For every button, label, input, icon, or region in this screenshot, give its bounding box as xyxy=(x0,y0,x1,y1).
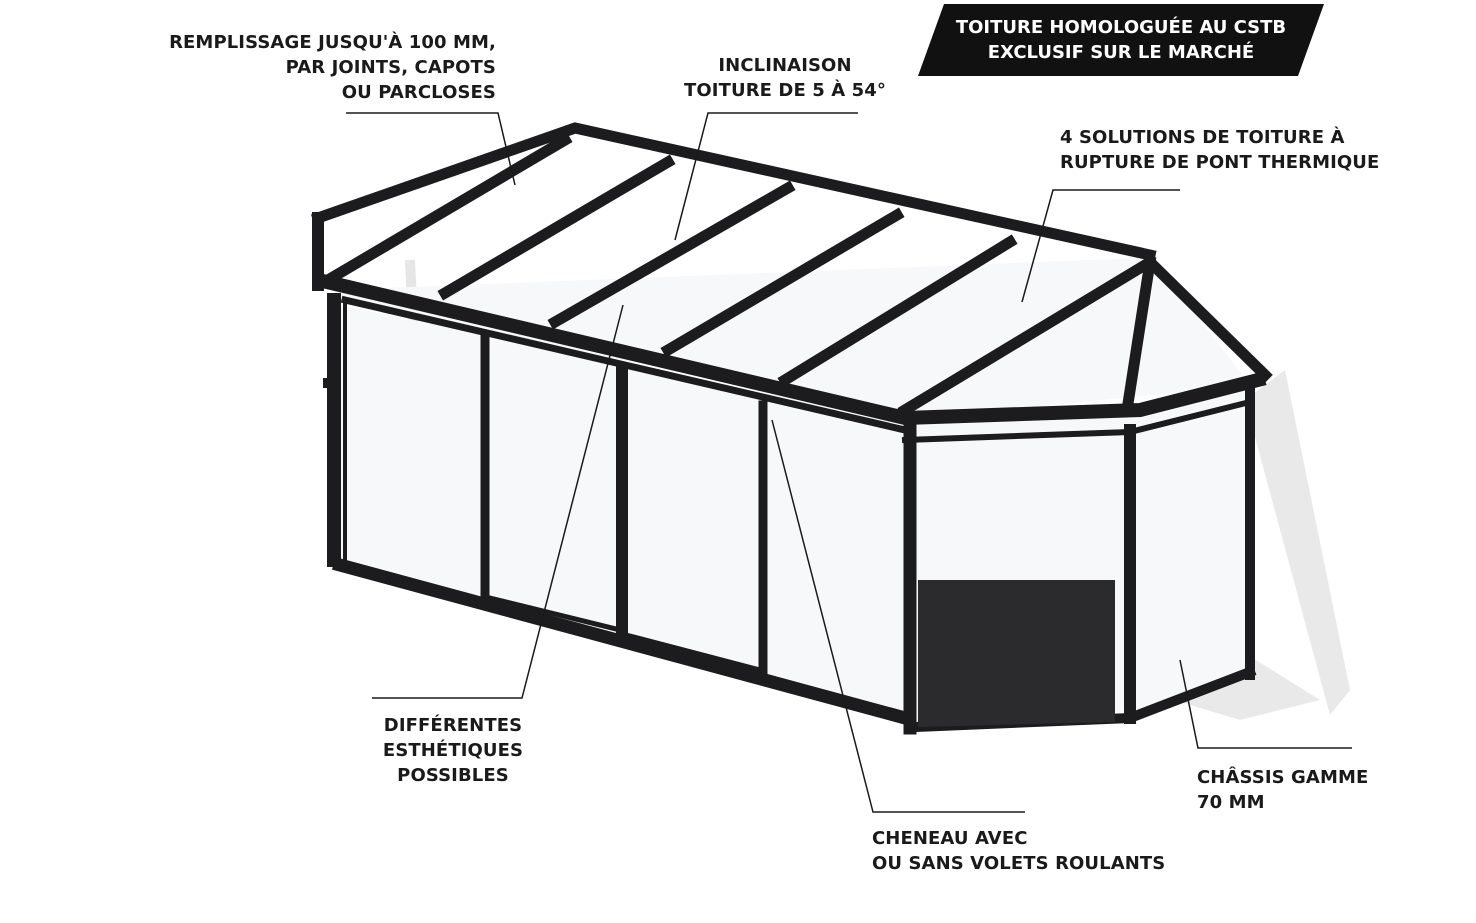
cstb-badge: TOITURE HOMOLOGUÉE AU CSTB EXCLUSIF SUR … xyxy=(918,4,1324,76)
leader-lines xyxy=(346,112,1352,813)
leader-cheneau xyxy=(771,419,1025,813)
callout-line: REMPLISSAGE JUSQU'À 100 MM, xyxy=(169,32,496,53)
veranda-frame xyxy=(310,122,1273,735)
leader-solutions xyxy=(1021,189,1180,303)
callout-line: CHENEAU AVEC xyxy=(872,828,1028,849)
callout-line: CHÂSSIS GAMME xyxy=(1197,767,1369,788)
callout-esthetiques: DIFFÉRENTES ESTHÉTIQUES POSSIBLES xyxy=(368,713,538,788)
solid-panel xyxy=(918,580,1115,727)
callout-cheneau: CHENEAU AVEC OU SANS VOLETS ROULANTS xyxy=(872,826,1165,876)
callout-line: TOITURE DE 5 À 54° xyxy=(684,80,886,101)
callout-line: POSSIBLES xyxy=(397,765,509,786)
callout-line: 4 SOLUTIONS DE TOITURE À xyxy=(1060,127,1345,148)
callout-line: RUPTURE DE PONT THERMIQUE xyxy=(1060,152,1380,173)
callout-line: 70 MM xyxy=(1197,792,1265,813)
callout-line: OU PARCLOSES xyxy=(341,82,496,103)
leader-chassis xyxy=(1179,659,1352,749)
callout-chassis: CHÂSSIS GAMME 70 MM xyxy=(1197,765,1368,815)
leader-inclinaison xyxy=(674,112,858,241)
callout-line: PAR JOINTS, CAPOTS xyxy=(285,57,496,78)
leader-remplissage xyxy=(346,112,516,186)
callout-line: INCLINAISON xyxy=(718,55,852,76)
callout-remplissage: REMPLISSAGE JUSQU'À 100 MM, PAR JOINTS, … xyxy=(169,30,496,105)
callout-solutions: 4 SOLUTIONS DE TOITURE À RUPTURE DE PONT… xyxy=(1060,125,1379,175)
callout-line: DIFFÉRENTES xyxy=(383,715,523,736)
badge-line-2: EXCLUSIF SUR LE MARCHÉ xyxy=(987,42,1255,63)
callout-line: OU SANS VOLETS ROULANTS xyxy=(872,853,1166,874)
callout-inclinaison: INCLINAISON TOITURE DE 5 À 54° xyxy=(683,53,887,103)
callout-line: ESTHÉTIQUES xyxy=(382,740,524,761)
leader-esthetiques xyxy=(372,304,624,699)
badge-line-1: TOITURE HOMOLOGUÉE AU CSTB xyxy=(955,17,1287,38)
